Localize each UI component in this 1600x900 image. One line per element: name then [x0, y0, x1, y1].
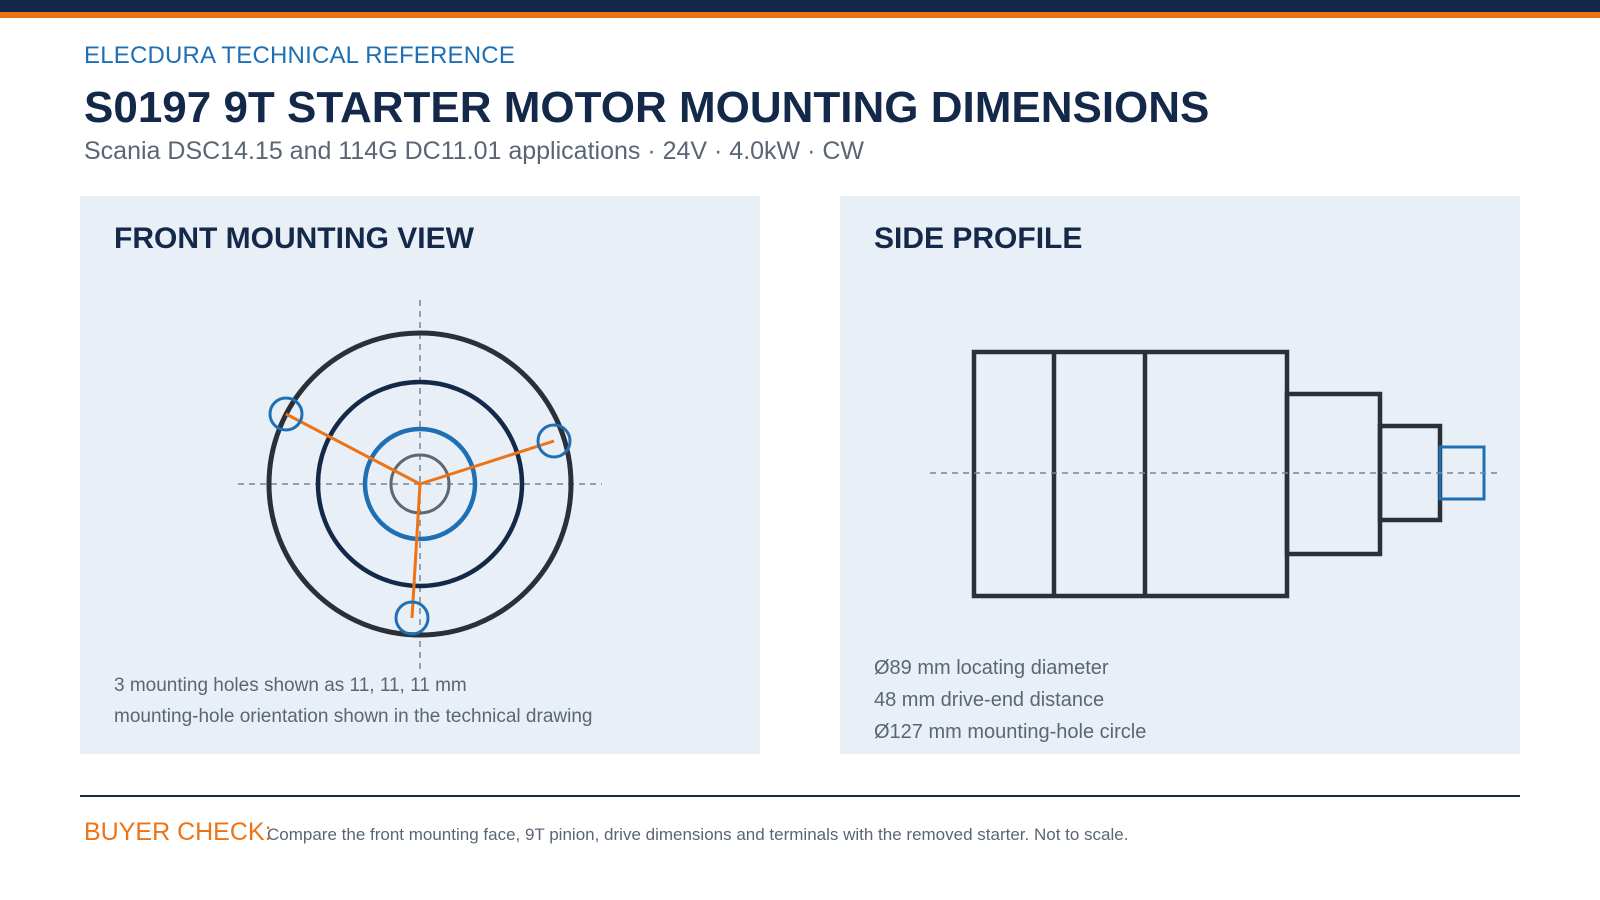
mounting-hole	[536, 423, 572, 459]
buyer-check-label: BUYER CHECK:	[84, 818, 272, 846]
front-view-note: mounting-hole orientation shown in the t…	[114, 706, 593, 727]
mounting-hole	[268, 396, 304, 432]
side-profile-heading: SIDE PROFILE	[874, 222, 1083, 255]
side-profile-spec: Ø89 mm locating diameter	[874, 657, 1109, 679]
pinion-circle	[389, 453, 451, 515]
hole-leader-line	[410, 483, 422, 619]
side-profile-panel: SIDE PROFILE Ø89 mm locating diameter 48…	[840, 196, 1520, 754]
body-circle	[315, 379, 525, 589]
page-subtitle: Scania DSC14.15 and 114G DC11.01 applica…	[84, 137, 865, 165]
front-view-note: 3 mounting holes shown as 11, 11, 11 mm	[114, 675, 467, 696]
motor-body-outline	[971, 349, 1290, 599]
side-profile-spec: 48 mm drive-end distance	[874, 689, 1105, 711]
buyer-check-text: Compare the front mounting face, 9T pini…	[267, 825, 1129, 844]
drive-housing-outline	[1284, 391, 1383, 557]
page-title: S0197 9T STARTER MOTOR MOUNTING DIMENSIO…	[84, 83, 1210, 132]
mounting-hole	[394, 600, 430, 636]
locating-spigot-circle	[362, 426, 478, 542]
footer-divider	[80, 795, 1520, 797]
brand-label: ELECDURA TECHNICAL REFERENCE	[84, 42, 516, 69]
side-profile-drawing	[930, 349, 1500, 599]
front-view-heading: FRONT MOUNTING VIEW	[114, 222, 474, 255]
top-accent-stripe	[0, 12, 1600, 18]
top-bar	[0, 0, 1600, 12]
flange-outer-circle	[266, 330, 574, 638]
hole-leader-line	[285, 412, 421, 486]
hole-leader-line	[419, 439, 555, 486]
side-profile-spec: Ø127 mm mounting-hole circle	[874, 721, 1147, 743]
front-view-panel: FRONT MOUNTING VIEW 3 mounting holes sho…	[80, 196, 760, 754]
front-view-drawing	[238, 300, 602, 674]
